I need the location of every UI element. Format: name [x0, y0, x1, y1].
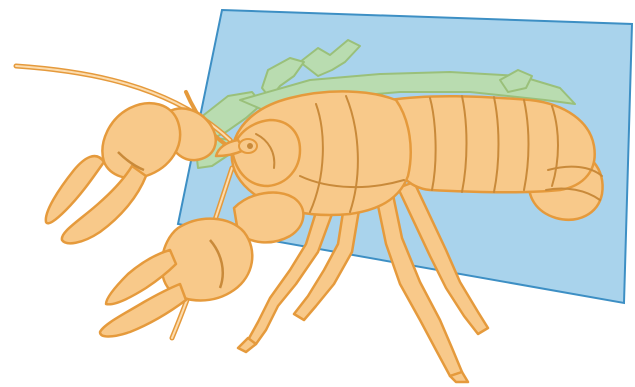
eye: [239, 139, 257, 153]
abdomen: [390, 96, 595, 192]
eye-pupil: [247, 143, 253, 149]
upper-claw-palm: [102, 103, 180, 178]
